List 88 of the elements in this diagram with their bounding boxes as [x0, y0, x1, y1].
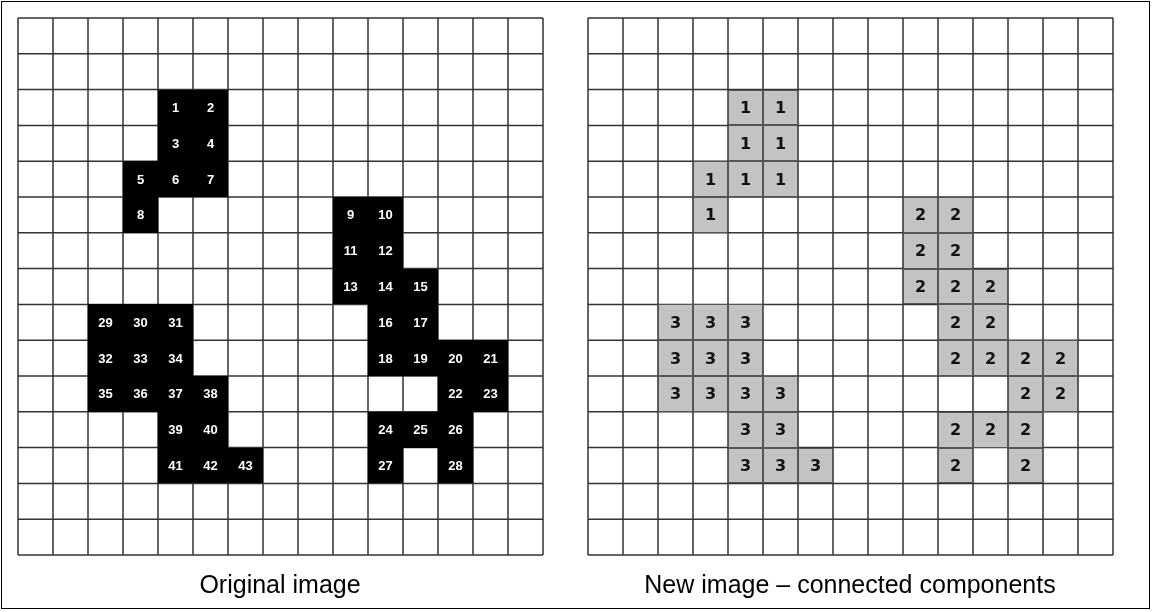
- component-label-cell: 3: [658, 376, 693, 412]
- component-label-cell: 3: [763, 447, 798, 484]
- component-label-cell: 3: [728, 304, 763, 341]
- grid-caption: New image – connected components: [643, 570, 1057, 599]
- pixel-number-cell: 26: [438, 411, 473, 448]
- pixel-number-cell: 42: [193, 447, 228, 484]
- pixel-number-cell: 9: [333, 197, 368, 233]
- component-label-cell: 3: [798, 447, 833, 484]
- pixel-number-cell: 6: [158, 161, 193, 197]
- pixel-number-cell: 37: [158, 376, 193, 412]
- grid-caption: Original image: [198, 570, 362, 599]
- component-label-cell: 2: [938, 411, 973, 448]
- pixel-number-cell: 30: [123, 304, 158, 341]
- pixel-number-cell: 40: [193, 411, 228, 448]
- component-label-cell: 2: [938, 447, 973, 484]
- pixel-number-cell: 1: [158, 89, 193, 126]
- pixel-number-cell: 28: [438, 447, 473, 484]
- pixel-number-cell: 14: [368, 268, 403, 305]
- component-label-cell: 1: [728, 89, 763, 126]
- pixel-number-cell: 7: [193, 161, 228, 197]
- component-label-cell: 2: [938, 340, 973, 376]
- pixel-number-cell: 3: [158, 125, 193, 162]
- pixel-number-cell: 25: [403, 411, 438, 448]
- component-label-cell: 3: [693, 376, 728, 412]
- pixel-number-cell: 12: [368, 232, 403, 269]
- pixel-number-cell: 22: [438, 376, 473, 412]
- component-label-cell: 2: [1008, 447, 1043, 484]
- pixel-number-cell: 33: [123, 340, 158, 376]
- pixel-number-cell: 16: [368, 304, 403, 341]
- component-label-cell: 3: [693, 304, 728, 341]
- component-label-cell: 2: [903, 197, 938, 233]
- component-label-cell: 3: [728, 340, 763, 376]
- pixel-number-cell: 11: [333, 232, 368, 269]
- pixel-number-cell: 10: [368, 197, 403, 233]
- component-label-cell: 2: [903, 268, 938, 305]
- pixel-number-cell: 17: [403, 304, 438, 341]
- component-label-cell: 3: [658, 340, 693, 376]
- pixel-number-cell: 19: [403, 340, 438, 376]
- pixel-number-cell: 39: [158, 411, 193, 448]
- component-label-cell: 1: [763, 161, 798, 197]
- component-label-cell: 2: [1008, 340, 1043, 376]
- pixel-number-cell: 13: [333, 268, 368, 305]
- component-label-cell: 2: [1008, 411, 1043, 448]
- component-label-cell: 2: [938, 268, 973, 305]
- component-label-cell: 2: [973, 268, 1008, 305]
- component-label-cell: 1: [763, 125, 798, 162]
- component-label-cell: 2: [973, 411, 1008, 448]
- component-label-cell: 3: [728, 411, 763, 448]
- component-label-cell: 2: [903, 232, 938, 269]
- component-label-cell: 2: [938, 304, 973, 341]
- pixel-number-cell: 27: [368, 447, 403, 484]
- component-label-cell: 1: [728, 161, 763, 197]
- pixel-number-cell: 41: [158, 447, 193, 484]
- component-label-cell: 2: [973, 304, 1008, 341]
- pixel-number-cell: 21: [473, 340, 508, 376]
- pixel-number-cell: 36: [123, 376, 158, 412]
- pixel-number-cell: 2: [193, 89, 228, 126]
- component-label-cell: 2: [938, 197, 973, 233]
- component-label-cell: 2: [1043, 340, 1078, 376]
- component-label-cell: 2: [938, 232, 973, 269]
- pixel-number-cell: 43: [228, 447, 263, 484]
- pixel-number-cell: 24: [368, 411, 403, 448]
- component-label-cell: 3: [728, 447, 763, 484]
- pixel-number-cell: 31: [158, 304, 193, 341]
- component-label-cell: 3: [763, 411, 798, 448]
- pixel-number-cell: 18: [368, 340, 403, 376]
- component-label-cell: 3: [728, 376, 763, 412]
- pixel-number-cell: 32: [88, 340, 123, 376]
- component-label-cell: 3: [693, 340, 728, 376]
- pixel-number-cell: 4: [193, 125, 228, 162]
- component-label-cell: 2: [973, 340, 1008, 376]
- component-label-cell: 3: [658, 304, 693, 341]
- component-label-cell: 1: [728, 125, 763, 162]
- pixel-number-cell: 29: [88, 304, 123, 341]
- component-label-cell: 1: [693, 161, 728, 197]
- component-label-cell: 2: [1043, 376, 1078, 412]
- pixel-number-cell: 34: [158, 340, 193, 376]
- pixel-number-cell: 15: [403, 268, 438, 305]
- pixel-number-cell: 35: [88, 376, 123, 412]
- component-label-cell: 1: [763, 89, 798, 126]
- pixel-number-cell: 38: [193, 376, 228, 412]
- component-label-cell: 1: [693, 197, 728, 233]
- pixel-number-cell: 23: [473, 376, 508, 412]
- pixel-number-cell: 8: [123, 197, 158, 233]
- component-label-cell: 2: [1008, 376, 1043, 412]
- pixel-number-cell: 20: [438, 340, 473, 376]
- pixel-number-cell: 5: [123, 161, 158, 197]
- component-label-cell: 3: [763, 376, 798, 412]
